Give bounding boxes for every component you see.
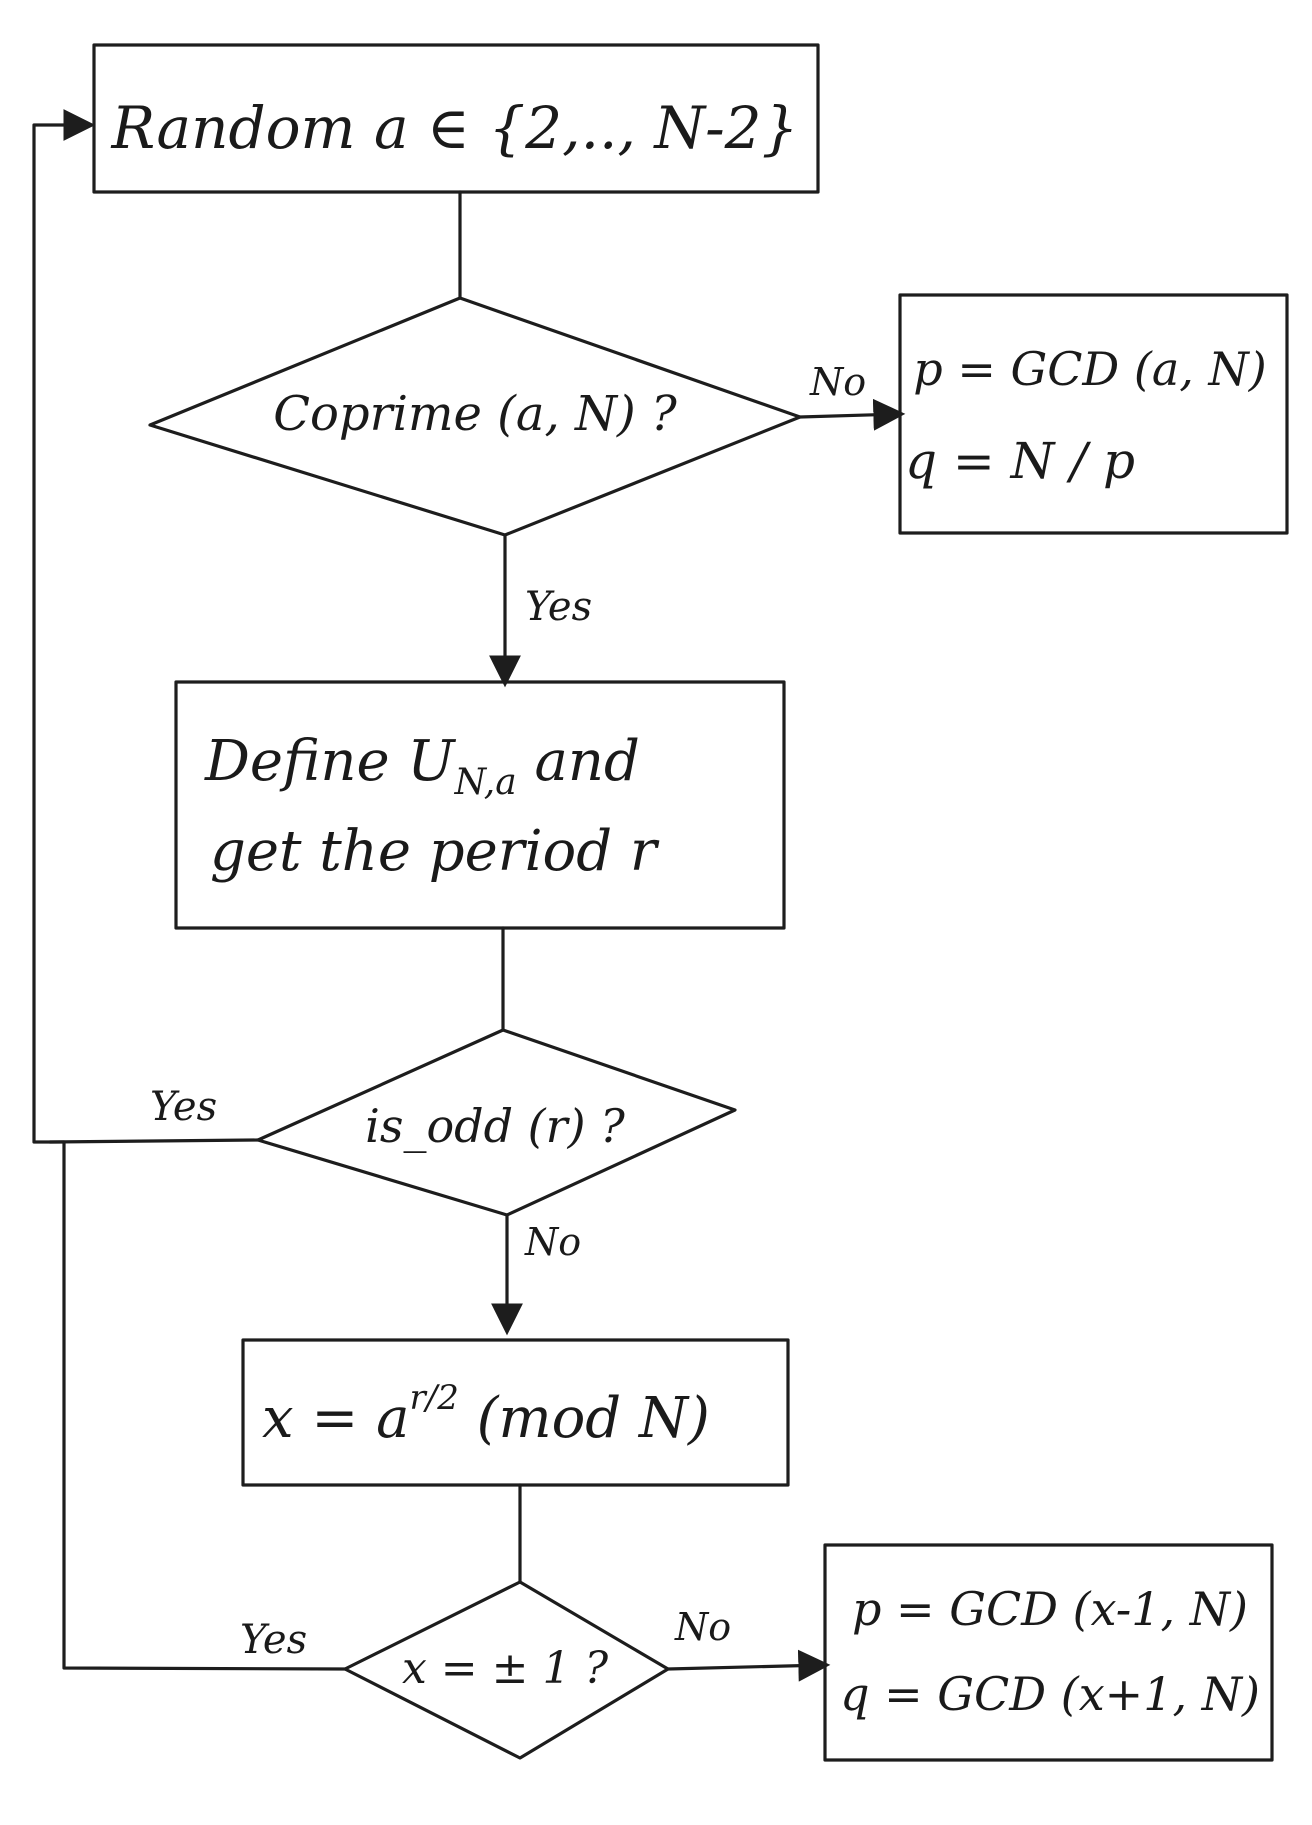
define-line2-text: get the period r (210, 819, 660, 884)
coprime-question-text: Coprime (a, N) ? (273, 386, 677, 442)
x-check-question-text: x = ± 1 ? (402, 1643, 608, 1694)
gcd1-line2-text: q = N / p (905, 432, 1135, 490)
process-box (92, 43, 820, 194)
is-odd-yes-label: Yes (150, 1084, 217, 1130)
arrow-coprime-no (798, 398, 906, 431)
gcd2-line1-text: p = GCD (x-1, N) (852, 1582, 1248, 1636)
coprime-yes-label: Yes (525, 584, 592, 630)
is-odd-no-label: No (524, 1220, 581, 1264)
node-define: Define UN,a and get the period r (174, 680, 786, 930)
process-box (174, 680, 786, 930)
result-box (823, 1543, 1274, 1762)
loop-back-arrow (32, 109, 347, 1671)
node-x-def: x = ar/2 (mod N) (241, 1338, 790, 1487)
result-box (898, 293, 1289, 535)
node-is-odd: is_odd (r) ? (256, 1028, 737, 1217)
define-line1-text: Define UN,a and (204, 729, 640, 803)
coprime-no-label: No (809, 360, 866, 404)
gcd2-line2-text: q = GCD (x+1, N) (840, 1667, 1260, 1721)
loop-isodd-yes (48, 1138, 260, 1144)
is-odd-question-text: is_odd (r) ? (365, 1099, 625, 1153)
x-check-yes-label: Yes (240, 1617, 307, 1663)
gcd1-line1-text: p = GCD (a, N) (913, 342, 1267, 396)
node-x-check: x = ± 1 ? (343, 1580, 670, 1760)
edge-labels: No Yes Yes No Yes No (150, 360, 866, 1663)
decision-diamond (256, 1028, 737, 1217)
node-gcd1: p = GCD (a, N) q = N / p (898, 293, 1289, 535)
x-check-no-label: No (674, 1605, 731, 1649)
random-a-text: Random a ∈ {2,.., N-2} (111, 94, 799, 162)
process-box (241, 1338, 790, 1487)
decision-diamond (343, 1580, 670, 1760)
node-gcd2: p = GCD (x-1, N) q = GCD (x+1, N) (823, 1543, 1274, 1762)
decision-diamond (148, 296, 802, 537)
connectors (32, 109, 906, 1682)
node-random: Random a ∈ {2,.., N-2} (92, 43, 820, 194)
node-coprime: Coprime (a, N) ? (148, 296, 802, 537)
arrow-xcheck-no (666, 1649, 831, 1682)
x-def-text: x = ar/2 (mod N) (262, 1378, 710, 1451)
